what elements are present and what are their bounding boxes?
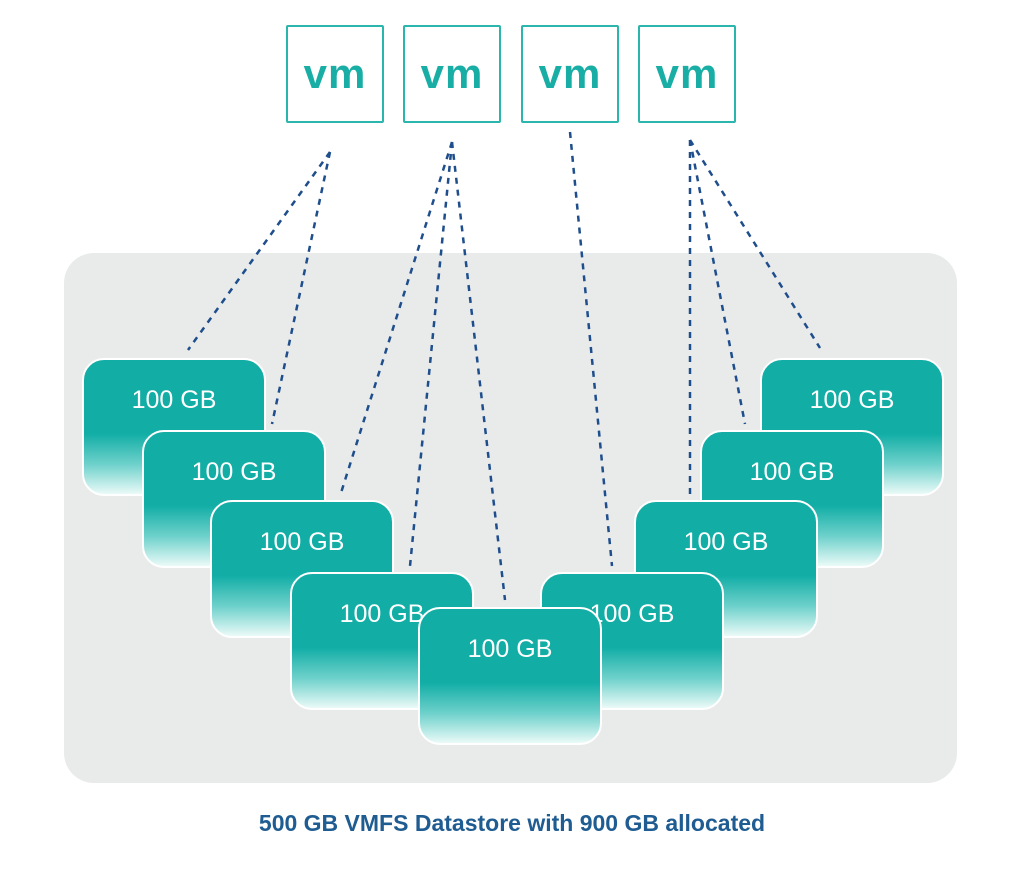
vm-box-2: vm (403, 25, 501, 123)
connector-vm-2-to-disk-3 (338, 141, 454, 497)
vm-box-1: vm (286, 25, 384, 123)
vm-box-3: vm (521, 25, 619, 123)
connector-vm-3-to-disk-6 (568, 131, 614, 567)
disk-block-5: 100 GB (418, 607, 602, 745)
connector-vm-2-to-disk-4 (408, 141, 454, 567)
disk-label: 100 GB (683, 528, 769, 556)
disk-label: 100 GB (131, 386, 217, 414)
connector-vm-4-to-disk-8 (688, 139, 747, 425)
disk-label: 100 GB (259, 528, 345, 556)
connector-vm-4-to-disk-9 (688, 139, 822, 349)
disk-label: 100 GB (589, 600, 675, 628)
connector-vm-2-to-disk-5 (450, 141, 507, 601)
connector-vm-1-to-disk-1 (186, 151, 332, 351)
connector-vm-1-to-disk-2 (270, 151, 332, 425)
disk-label: 100 GB (339, 600, 425, 628)
disk-label: 100 GB (191, 458, 277, 486)
disk-label: 100 GB (809, 386, 895, 414)
disk-label: 100 GB (749, 458, 835, 486)
diagram-caption: 500 GB VMFS Datastore with 900 GB alloca… (258, 810, 766, 836)
vm-box-4: vm (638, 25, 736, 123)
disk-label: 100 GB (467, 635, 553, 663)
